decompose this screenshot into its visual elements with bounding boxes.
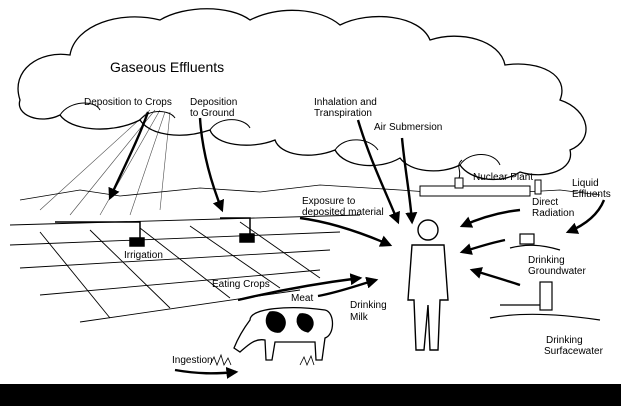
label-inhalation-line2: Transpiration bbox=[314, 108, 372, 119]
deposition-streaks bbox=[39, 109, 171, 216]
irrigation-rigs bbox=[55, 217, 255, 247]
label-liquid-effluents-line1: Liquid bbox=[572, 178, 599, 189]
label-meat: Meat bbox=[291, 293, 314, 304]
label-drinking-milk-line1: Drinking bbox=[350, 300, 387, 311]
label-deposition-to-ground-line1: Deposition bbox=[190, 97, 238, 108]
label-drinking-surfacewater-line1: Drinking bbox=[546, 335, 583, 346]
cloud-outline bbox=[17, 8, 587, 181]
surfacewater-pump bbox=[489, 281, 601, 321]
label-drinking-milk-line2: Milk bbox=[350, 312, 368, 323]
cloud-detail bbox=[59, 102, 501, 166]
groundwater-well bbox=[509, 233, 561, 251]
label-air-submersion: Air Submersion bbox=[374, 122, 443, 133]
pathway-arrows bbox=[108, 111, 606, 379]
label-direct-radiation-line2: Radiation bbox=[532, 208, 575, 219]
label-irrigation: Irrigation bbox=[124, 250, 163, 261]
label-drinking-groundwater-line2: Groundwater bbox=[528, 266, 586, 277]
diagram-illustration bbox=[9, 8, 606, 379]
label-eating-crops: Eating Crops bbox=[212, 279, 270, 290]
person-figure bbox=[407, 219, 449, 351]
exposure-pathways-diagram: Gaseous Effluents Deposition to Crops De… bbox=[0, 0, 621, 384]
cow-figure bbox=[233, 307, 334, 361]
bottom-black-bar bbox=[0, 384, 621, 406]
label-nuclear-plant: Nuclear Plant bbox=[473, 172, 534, 183]
label-liquid-effluents-line2: Effluents bbox=[572, 189, 611, 200]
label-exposure-line1: Exposure to bbox=[302, 196, 356, 207]
label-inhalation-line1: Inhalation and bbox=[314, 97, 377, 108]
label-exposure-line2: deposited material bbox=[302, 207, 384, 218]
field-rows bbox=[9, 214, 361, 323]
label-gaseous-effluents: Gaseous Effluents bbox=[110, 59, 225, 75]
label-drinking-groundwater-line1: Drinking bbox=[528, 255, 565, 266]
nuclear-plant-building bbox=[419, 159, 542, 197]
label-drinking-surfacewater-line2: Surfacewater bbox=[544, 346, 603, 357]
label-deposition-to-crops: Deposition to Crops bbox=[84, 97, 172, 108]
grass bbox=[209, 353, 315, 367]
label-deposition-to-ground-line2: to Ground bbox=[190, 108, 235, 119]
label-direct-radiation-line1: Direct bbox=[532, 197, 559, 208]
label-ingestion: Ingestion bbox=[172, 355, 213, 366]
